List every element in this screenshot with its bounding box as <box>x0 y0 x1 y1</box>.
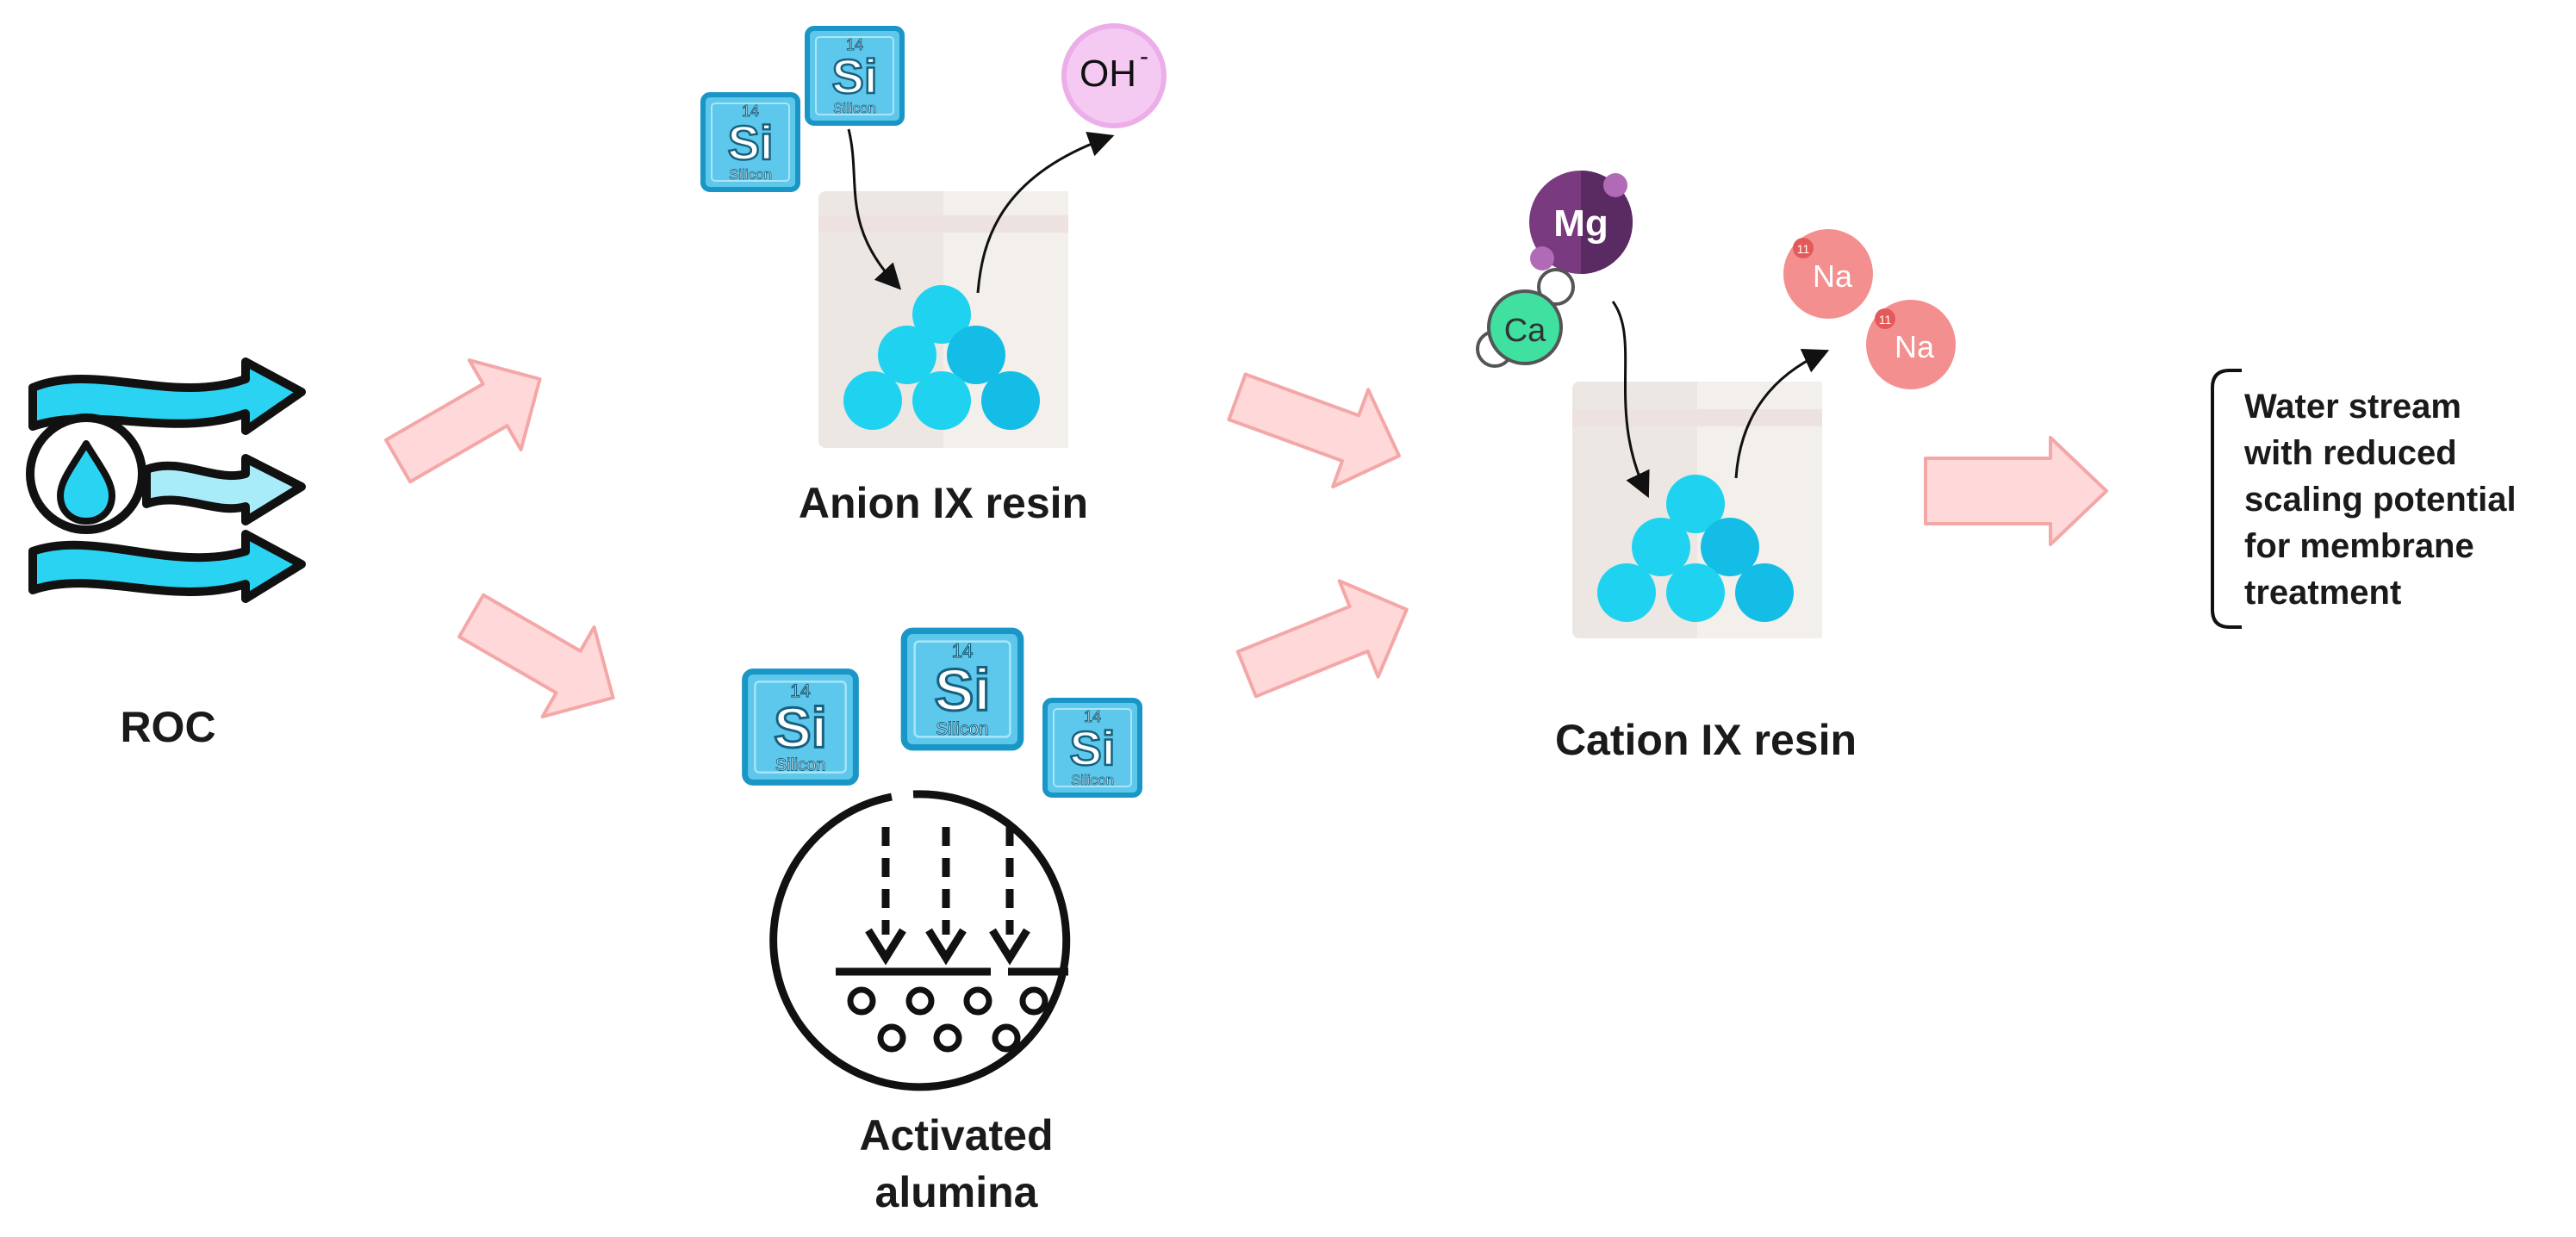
flow-arrow-to-anion <box>384 358 542 484</box>
flow-arrow-to-output <box>1924 436 2108 546</box>
sodium-label: Na <box>1813 258 1853 294</box>
cation-resin-label: Cation IX resin <box>1554 716 1857 764</box>
sodium-ion: 11 Na <box>1866 300 1956 389</box>
activated-alumina-label: Activated alumina <box>775 1107 1137 1221</box>
hydroxide-ion: OH - <box>1061 23 1167 128</box>
magnesium-ion: Mg <box>1529 171 1633 274</box>
output-line: with reduced <box>2244 434 2457 472</box>
silicon-tile <box>904 631 1020 747</box>
silicon-tile <box>1045 700 1140 795</box>
activated-alumina-icon <box>769 790 1071 1091</box>
silicon-tile <box>807 28 902 123</box>
output-bracket <box>2211 369 2242 629</box>
flow-arrows <box>384 358 2108 718</box>
silicon-tile <box>703 95 798 190</box>
sodium-ion: 11 Na <box>1783 229 1873 319</box>
svg-text:11: 11 <box>1797 242 1810 256</box>
roc-water-flow-icon <box>26 357 306 603</box>
calcium-ion: Ca <box>1476 268 1575 368</box>
roc-label: ROC <box>120 703 216 751</box>
flow-arrow-alumina-to-cation <box>1235 579 1409 699</box>
alumina-label-line-2: alumina <box>874 1168 1038 1216</box>
cation-exchange-arrows <box>1611 301 1830 499</box>
output-line: treatment <box>2244 574 2402 612</box>
output-description: Water stream with reduced scaling potent… <box>2244 383 2572 616</box>
silicon-tile <box>745 672 856 783</box>
hydroxide-label: OH <box>1080 53 1136 95</box>
anion-resin-label: Anion IX resin <box>798 479 1089 527</box>
output-line: Water stream <box>2244 388 2461 426</box>
calcium-label: Ca <box>1504 313 1546 349</box>
flow-arrow-to-alumina <box>457 593 615 718</box>
svg-text:11: 11 <box>1879 313 1892 326</box>
anion-resin-column <box>818 191 1068 448</box>
hydroxide-charge: - <box>1140 42 1148 71</box>
flow-arrow-anion-to-cation <box>1227 372 1401 489</box>
anion-exchange-arrows <box>847 128 1115 294</box>
cation-resin-column <box>1572 382 1822 638</box>
output-line: scaling potential <box>2244 481 2517 519</box>
sodium-label: Na <box>1895 329 1935 364</box>
alumina-label-line-1: Activated <box>859 1111 1054 1159</box>
magnesium-label: Mg <box>1553 202 1608 245</box>
output-line: for membrane <box>2244 527 2474 565</box>
